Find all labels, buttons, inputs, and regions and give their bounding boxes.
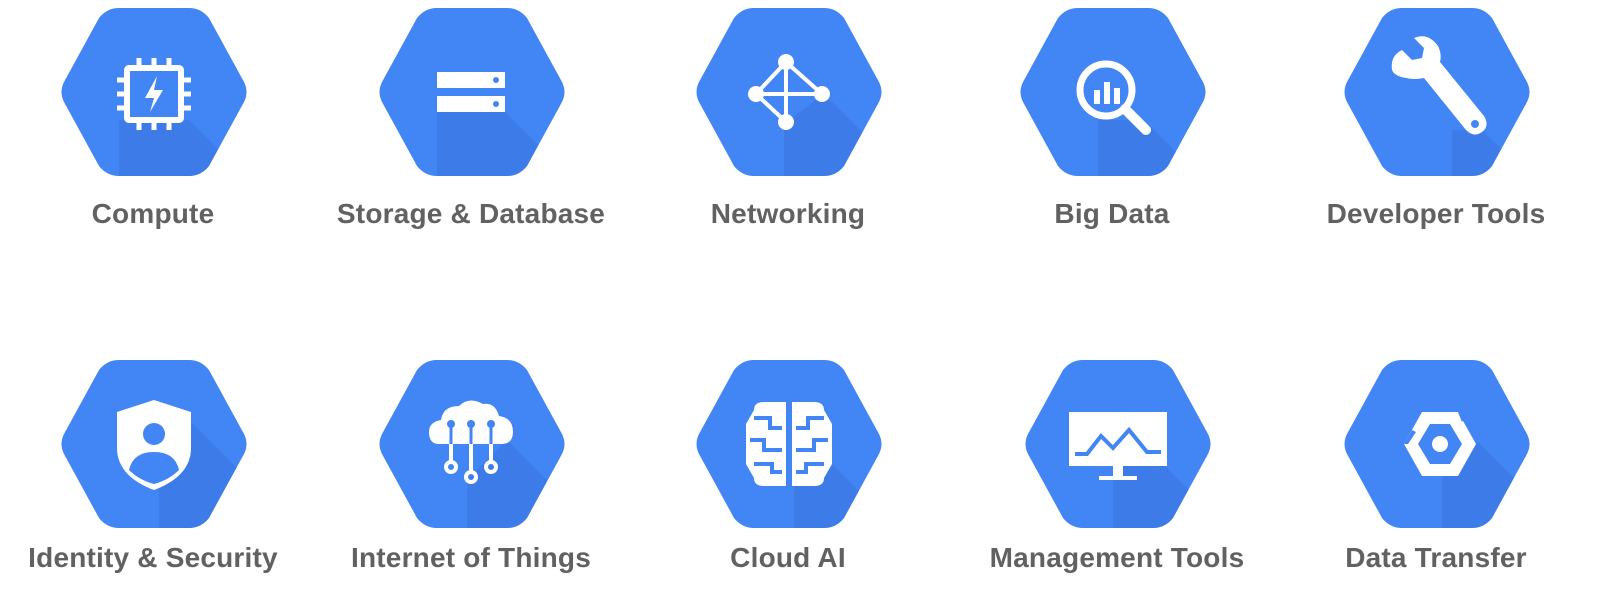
product-label: Identity & Security (28, 542, 278, 573)
product-tile-storage-database[interactable]: Storage & Database (321, 8, 621, 258)
cloud-iot-icon (379, 360, 565, 528)
monitor-chart-icon (1025, 360, 1211, 528)
compute-chip-icon (61, 8, 247, 176)
storage-database-icon (379, 8, 565, 176)
product-tile-developer-tools[interactable]: Developer Tools (1286, 8, 1586, 258)
product-tile-identity-security[interactable]: Identity & Security (3, 360, 303, 610)
product-label: Compute (91, 198, 215, 229)
product-tile-internet-of-things[interactable]: Internet of Things (321, 360, 621, 610)
product-tile-big-data[interactable]: Big Data (962, 8, 1262, 258)
product-tile-management-tools[interactable]: Management Tools (967, 360, 1267, 610)
product-label: Cloud AI (730, 542, 846, 573)
transfer-hex-icon (1344, 360, 1530, 528)
product-tile-networking[interactable]: Networking (638, 8, 938, 258)
wrench-icon (1344, 8, 1530, 176)
product-label: Networking (710, 198, 866, 229)
product-tile-compute[interactable]: Compute (3, 8, 303, 258)
networking-icon (696, 8, 882, 176)
product-label: Big Data (1054, 198, 1170, 229)
brain-icon (696, 360, 882, 528)
shield-person-icon (61, 360, 247, 528)
product-label: Storage & Database (336, 198, 606, 229)
product-label: Developer Tools (1326, 198, 1546, 229)
product-tile-data-transfer[interactable]: Data Transfer (1286, 360, 1586, 610)
product-label: Internet of Things (350, 542, 592, 573)
big-data-icon (1020, 8, 1206, 176)
product-tile-cloud-ai[interactable]: Cloud AI (638, 360, 938, 610)
product-label: Data Transfer (1345, 542, 1527, 573)
product-label: Management Tools (989, 542, 1245, 573)
